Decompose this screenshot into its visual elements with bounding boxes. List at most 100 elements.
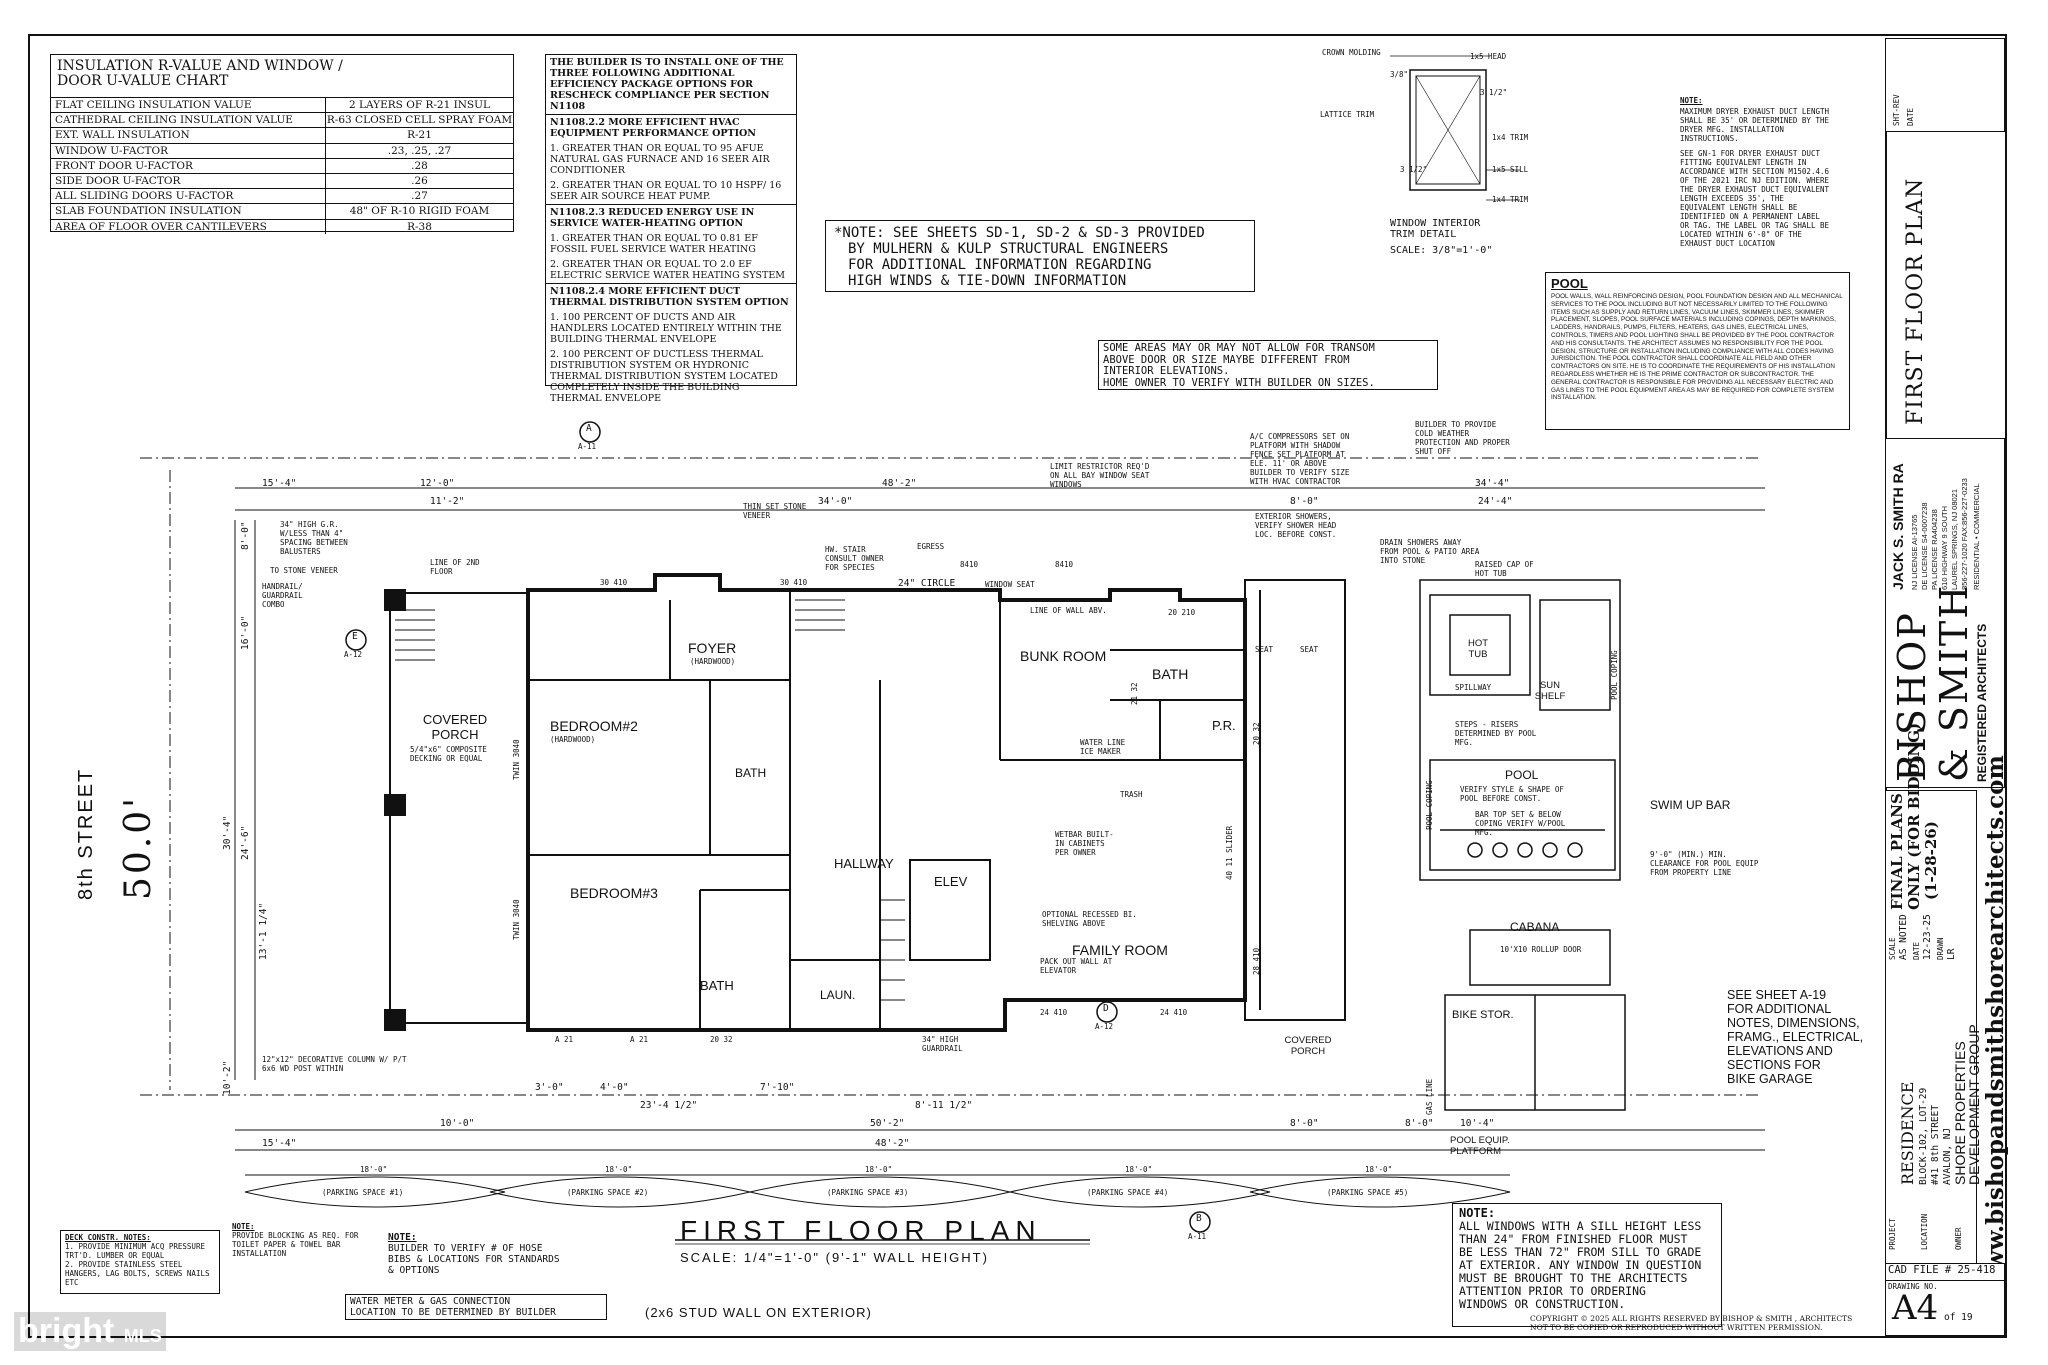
- project-label: PROJECT: [1888, 1218, 1897, 1250]
- drawn-label: DRAWN: [1936, 937, 1945, 960]
- dim-left-6: 10'-2": [222, 1060, 233, 1095]
- efficiency-opt1-item2: 2. GREATER THAN OR EQUAL TO 10 HSPF/ 16 …: [550, 180, 782, 202]
- drawn-value: LR: [1946, 948, 1957, 960]
- callout-stone-veneer: THIN SET STONE VENEER: [743, 502, 807, 520]
- section-b-marker[interactable]: B: [1196, 1213, 1202, 1224]
- watermark-main: bright: [18, 1312, 115, 1350]
- architect-license-3: PA LICENSE RA404238: [1930, 509, 1939, 590]
- firm-logo-line2: & SMITH: [1932, 583, 1976, 782]
- section-d-marker[interactable]: D: [1103, 1003, 1109, 1014]
- bid-stamp-line3: (1-28-26): [1922, 821, 1940, 900]
- insulation-chart-title: INSULATION R-VALUE AND WINDOW / DOOR U-V…: [57, 58, 343, 89]
- watermark-sub: MLS: [123, 1326, 162, 1346]
- blocking-note-text: PROVIDE BLOCKING AS REQ. FOR TOILET PAPE…: [232, 1231, 359, 1258]
- parking-dim-3: 18'-0": [865, 1165, 893, 1174]
- insulation-row-value: R-21: [407, 129, 432, 142]
- insulation-row-value: 48" OF R-10 RIGID FOAM: [349, 205, 490, 218]
- deck-note-1: 1. PROVIDE MINIMUM ACQ PRESSURE TRT'D. L…: [65, 1242, 205, 1260]
- see-sheet-line2: FOR ADDITIONAL: [1727, 1002, 1832, 1016]
- window-detail-title: WINDOW INTERIOR TRIM DETAIL: [1390, 218, 1481, 240]
- water-meter-line1: WATER METER & GAS CONNECTION: [350, 1296, 511, 1307]
- efficiency-opt3-item1: 1. 100 PERCENT OF DUCTS AND AIR HANDLERS…: [550, 312, 782, 345]
- parking-dim-1: 18'-0": [360, 1165, 388, 1174]
- callout-circle: 24" CIRCLE: [898, 578, 956, 589]
- callout-line-wall: LINE OF WALL ABV.: [1030, 606, 1107, 615]
- structural-note-line1: *NOTE: SEE SHEETS SD-1, SD-2 & SD-3 PROV…: [834, 225, 1205, 241]
- location-line1: BLOCK-102, LOT-29: [1918, 1087, 1929, 1185]
- window-tag-11: 20 32: [710, 1035, 733, 1044]
- structural-note-line2: BY MULHERN & KULP STRUCTURAL ENGINEERS: [848, 241, 1169, 257]
- plan-scale: SCALE: 1/4"=1'-0" (9'-1" WALL HEIGHT): [680, 1250, 989, 1265]
- section-d-sheet: A-12: [1095, 1022, 1114, 1031]
- stud-wall-note: (2x6 STUD WALL ON EXTERIOR): [645, 1305, 872, 1320]
- street-name: 8th STREET: [75, 767, 97, 900]
- callout-ac-compressors: A/C COMPRESSORS SET ON PLATFORM WITH SHA…: [1250, 432, 1350, 486]
- callout-gas-line: GAS LINE: [1425, 1078, 1434, 1115]
- callout-raised-cap: RAISED CAP OF HOT TUB: [1475, 560, 1534, 578]
- callout-spillway: SPILLWAY: [1455, 683, 1492, 692]
- insulation-row-value: R-63 CLOSED CELL SPRAY FOAM: [326, 114, 513, 127]
- room-hallway: HALLWAY: [834, 856, 894, 871]
- efficiency-opt3-item2: 2. 100 PERCENT OF DUCTLESS THERMAL DISTR…: [550, 349, 778, 404]
- callout-pool-coping-2: POOL COPING: [1610, 650, 1619, 700]
- firm-website[interactable]: www.bishopandsmithshorearchitects.com: [1982, 755, 2009, 1290]
- callout-pack-out: PACK OUT WALL AT ELEVATOR: [1040, 957, 1113, 975]
- parking-space-4: (PARKING SPACE #4): [1087, 1188, 1169, 1197]
- dim-left-4: 24'-6": [240, 825, 251, 860]
- room-pr: P.R.: [1212, 718, 1236, 733]
- transom-line4: HOME OWNER TO VERIFY WITH BUILDER ON SIZ…: [1103, 376, 1375, 389]
- callout-wetbar: WETBAR BUILT-IN CABINETS PER OWNER: [1055, 830, 1114, 857]
- parking-space-5: (PARKING SPACE #5): [1327, 1188, 1409, 1197]
- see-sheet-line5: ELEVATIONS AND: [1727, 1044, 1833, 1058]
- callout-exterior-showers: EXTERIOR SHOWERS, VERIFY SHOWER HEAD LOC…: [1255, 512, 1337, 539]
- insulation-row: ALL SLIDING DOORS U-FACTOR.27: [51, 188, 513, 204]
- insulation-row-label: FLAT CEILING INSULATION VALUE: [51, 98, 326, 113]
- room-family: FAMILY ROOM: [1072, 942, 1168, 958]
- dim2-label: 3 1/2": [1480, 88, 1508, 97]
- architect-license-6: 856-227-1020 FAX:856-227-0233: [1960, 478, 1969, 590]
- windows-note-line3: BE LESS THAN 72" FROM SILL TO GRADE: [1459, 1245, 1702, 1259]
- dim-bottom-2: 4'-0": [600, 1082, 629, 1093]
- insulation-row-label: AREA OF FLOOR OVER CANTILEVERS: [51, 219, 326, 234]
- deck-notes-title: DECK CONSTR. NOTES:: [65, 1233, 151, 1242]
- dim-left-5: 13'-1 1/4": [258, 902, 269, 960]
- dim-top-8: 24'-4": [1478, 496, 1513, 507]
- bid-stamp-line2: ONLY (FOR BIDDING): [1905, 722, 1923, 910]
- architect-license-7: RESIDENTIAL • COMMERCIAL: [1972, 483, 1981, 590]
- insulation-row-label: SLAB FOUNDATION INSULATION: [51, 204, 326, 219]
- section-b-sheet: A-11: [1188, 1232, 1207, 1241]
- windows-note-line7: WINDOWS OR CONSTRUCTION.: [1459, 1297, 1626, 1311]
- insulation-row: SLAB FOUNDATION INSULATION 48" OF R-10 RI…: [51, 203, 513, 219]
- dim-bottom-7: 10'-0": [440, 1118, 475, 1129]
- blocking-note-title: NOTE:: [232, 1222, 255, 1231]
- window-tag-9: 8410: [1055, 560, 1074, 569]
- room-pool: POOL: [1505, 768, 1539, 782]
- window-tag-4: 24 410: [1160, 1008, 1188, 1017]
- see-sheet-note: SEE SHEET A-19 FOR ADDITIONAL NOTES, DIM…: [1727, 988, 1867, 1086]
- windows-note-line1: ALL WINDOWS WITH A SILL HEIGHT LESS: [1459, 1219, 1702, 1233]
- callout-limit-restrictor: LIMIT RESTRICTOR REQ'D ON ALL BAY WINDOW…: [1050, 462, 1150, 489]
- callout-water-line: WATER LINE ICE MAKER: [1080, 738, 1126, 756]
- window-tag-6: 20 32: [1252, 722, 1261, 745]
- water-meter-line2: LOCATION TO BE DETERMINED BY BUILDER: [350, 1307, 556, 1318]
- pool-note: POOL POOL WALLS, WALL REINFORCING DESIGN…: [1545, 272, 1850, 430]
- insulation-row: WINDOW U-FACTOR.23, .25, .27: [51, 142, 513, 158]
- callout-steps: STEPS - RISERS DETERMINED BY POOL MFG.: [1455, 720, 1537, 747]
- window-tag-2: 30 410: [780, 578, 808, 587]
- room-bedroom2-floor: (HARDWOOD): [550, 735, 596, 744]
- dryer-note-title: NOTE:: [1680, 96, 1703, 105]
- section-a-sheet: A-11: [578, 442, 597, 451]
- dim-bottom-6: 50'-2": [870, 1118, 905, 1129]
- section-a-marker[interactable]: A: [586, 423, 592, 434]
- see-sheet-line4: FRAMG., ELECTRICAL,: [1727, 1030, 1864, 1044]
- drawing-of: of 19: [1944, 1312, 1973, 1323]
- window-tag-3: 24 410: [1040, 1008, 1068, 1017]
- copyright-line1: COPYRIGHT © 2025 ALL RIGHTS RESERVED BY …: [1530, 1314, 1853, 1323]
- copyright-line2: NOT TO BE COPIED OR REPRODUCED WITHOUT W…: [1530, 1323, 1823, 1332]
- window-detail-scale: SCALE: 3/8"=1'-0": [1390, 245, 1493, 256]
- section-e-marker[interactable]: E: [352, 631, 358, 642]
- callout-pool-coping-1: POOL COPING: [1425, 780, 1434, 830]
- windows-note-title: NOTE:: [1459, 1206, 1496, 1220]
- windows-note-line5: MUST BE BROUGHT TO THE ARCHITECTS: [1459, 1271, 1688, 1285]
